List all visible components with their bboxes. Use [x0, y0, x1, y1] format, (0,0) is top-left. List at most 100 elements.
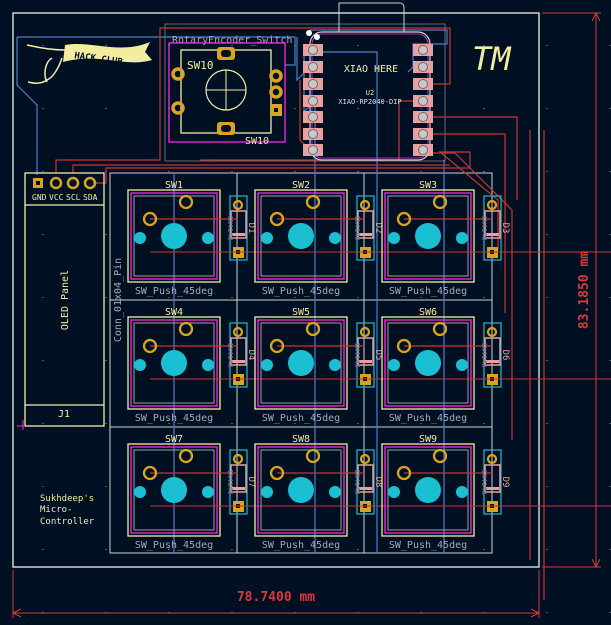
f-trace: [428, 152, 513, 440]
center-hole: [161, 223, 187, 249]
switch-pad: [432, 194, 448, 210]
switch-value: SW_Push_45deg: [389, 286, 467, 297]
mount-hole: [261, 232, 273, 244]
xiao-pin-pad[interactable]: [413, 128, 433, 140]
switch-ref: SW1: [165, 180, 183, 191]
diode-ref: D4: [246, 350, 256, 361]
pad-vcc: [49, 176, 63, 190]
encoder-keepout: [164, 23, 446, 162]
center-hole: [161, 350, 187, 376]
diode-ref: D5: [373, 350, 383, 361]
height-dimension[interactable]: [542, 11, 601, 569]
xiao-pin-pad[interactable]: [303, 144, 323, 156]
center-hole: [415, 223, 441, 249]
switch-ref: SW5: [292, 307, 310, 318]
xiao-pin-pad[interactable]: [303, 128, 323, 140]
board-outline[interactable]: [12, 12, 540, 568]
switch-pad: [178, 194, 194, 210]
rotary-encoder-sw10[interactable]: RotaryEncoder_Switch SW10 SW10: [168, 35, 292, 147]
switch-pad: [305, 448, 321, 464]
diode-ref: D3: [500, 223, 510, 234]
f-trace: [55, 27, 451, 173]
xiao-rp2040-u2[interactable]: XIAO HERE U2 XIAO-RP2040-DIP: [303, 2, 433, 161]
height-dimension-label: 83.1850 mm: [577, 251, 592, 329]
pin-label: SCL: [66, 193, 81, 202]
width-dimension[interactable]: [11, 570, 541, 618]
f-trace: [72, 164, 450, 173]
pin-label: VCC: [49, 193, 64, 202]
xiao-pin-pad[interactable]: [413, 44, 433, 56]
xiao-pin-pad[interactable]: [303, 61, 323, 73]
switch-value: SW_Push_45deg: [262, 540, 340, 551]
switch-pad: [432, 321, 448, 337]
mount-hole: [261, 359, 273, 371]
pin-label: GND: [32, 193, 47, 202]
switch-pad: [432, 448, 448, 464]
center-hole: [288, 477, 314, 503]
switch-value: SW_Push_45deg: [135, 413, 213, 424]
switch-matrix: SW1SW_Push_45degD11N4148SW2SW_Push_45deg…: [127, 180, 611, 551]
switch-value: SW_Push_45deg: [262, 413, 340, 424]
diode-ref: D8: [373, 477, 383, 488]
mount-hole: [134, 486, 146, 498]
diode-d6[interactable]: D6 1N4148: [404, 322, 611, 388]
xiao-pin-pad[interactable]: [413, 144, 433, 156]
xiao-pin-pad[interactable]: [413, 78, 433, 90]
mount-hole: [388, 232, 400, 244]
switch-ref: SW6: [419, 307, 437, 318]
switch-value: SW_Push_45deg: [135, 286, 213, 297]
mount-hole: [329, 232, 341, 244]
xiao-pin-pad[interactable]: [413, 61, 433, 73]
mount-hole: [456, 232, 468, 244]
center-hole: [415, 477, 441, 503]
switch-pad: [142, 465, 158, 481]
switch-value: SW_Push_45deg: [389, 413, 467, 424]
oled-connector-j1[interactable]: GND VCC SCL SDA OLED Panel J1 Conn_01x04…: [17, 172, 124, 430]
switch-ref: SW2: [292, 180, 310, 191]
xiao-pin-pad[interactable]: [303, 95, 323, 107]
xiao-pin-pad[interactable]: [413, 111, 433, 123]
diode-value: 1N4148: [353, 342, 361, 367]
switch-pad: [396, 211, 412, 227]
xiao-value: XIAO-RP2040-DIP: [338, 98, 401, 106]
diode-value: 1N4148: [353, 215, 361, 240]
xiao-pin-pad[interactable]: [303, 78, 323, 90]
diode-value: 1N4148: [226, 215, 234, 240]
center-hole: [288, 350, 314, 376]
switch-ref: SW3: [419, 180, 437, 191]
diode-value: 1N4148: [226, 342, 234, 367]
b-trace: [16, 37, 38, 175]
board-label-line: Controller: [40, 517, 95, 527]
mount-hole: [329, 359, 341, 371]
oled-value: Conn_01x04_Pin: [113, 258, 124, 342]
xiao-pin-pad[interactable]: [303, 44, 323, 56]
switch-pad: [178, 321, 194, 337]
diode-value: 1N4148: [480, 342, 488, 367]
hack-club-logo: HACK CLUB: [26, 42, 152, 84]
xiao-pin-pad[interactable]: [413, 95, 433, 107]
xiao-pin-pad[interactable]: [303, 111, 323, 123]
mount-hole: [202, 232, 214, 244]
mount-hole: [202, 359, 214, 371]
diode-ref: D6: [500, 350, 510, 361]
pad-sda: [83, 176, 97, 190]
mount-hole: [388, 359, 400, 371]
board-label-line: Sukhdeep's: [40, 494, 94, 504]
f-trace: [200, 100, 423, 161]
b-trace: [17, 36, 296, 66]
pad-scl: [66, 176, 80, 190]
switch-pad: [305, 321, 321, 337]
